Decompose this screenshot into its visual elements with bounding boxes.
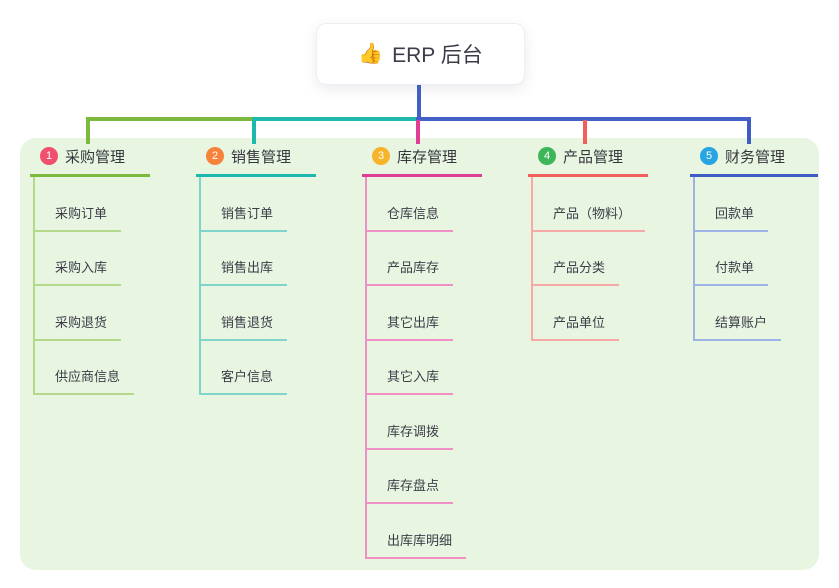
branch-node[interactable]: 4 产品管理 <box>528 138 648 177</box>
child-node[interactable]: 结算账户 <box>693 312 782 341</box>
branch-number-badge: 3 <box>372 147 390 165</box>
child-node[interactable]: 仓库信息 <box>365 203 454 232</box>
branch: 3 库存管理 仓库信息产品库存其它出库其它入库库存调拨库存盘点出库库明细 <box>362 138 482 559</box>
child-node[interactable]: 产品（物料） <box>531 203 646 232</box>
branch-children: 回款单付款单结算账户 <box>693 177 818 341</box>
child-node[interactable]: 销售退货 <box>199 312 288 341</box>
branch: 4 产品管理 产品（物料） 产品分类产品单位 <box>528 138 648 341</box>
child-row: 采购入库 <box>33 232 150 286</box>
branch-drop-line <box>747 120 751 144</box>
child-row: 付款单 <box>693 232 818 286</box>
child-row: 销售退货 <box>199 286 316 341</box>
branch-label: 销售管理 <box>231 148 292 166</box>
child-row: 其它入库 <box>365 341 482 395</box>
child-node[interactable]: 供应商信息 <box>33 366 135 395</box>
branch: 1 采购管理 采购订单采购入库采购退货供应商信息 <box>30 138 150 395</box>
branch-drop-line <box>252 120 256 144</box>
child-node[interactable]: 出库库明细 <box>365 530 467 559</box>
child-row: 其它出库 <box>365 286 482 341</box>
child-node[interactable]: 产品分类 <box>531 257 620 286</box>
branch-node[interactable]: 1 采购管理 <box>30 138 150 177</box>
branch-group-panel <box>20 138 819 570</box>
branch-label: 采购管理 <box>65 148 126 166</box>
child-row: 库存盘点 <box>365 450 482 504</box>
branch-children: 仓库信息产品库存其它出库其它入库库存调拨库存盘点出库库明细 <box>365 177 482 559</box>
child-row: 结算账户 <box>693 286 818 341</box>
children-connector-line <box>33 177 35 395</box>
branch-children: 采购订单采购入库采购退货供应商信息 <box>33 177 150 395</box>
child-node[interactable]: 采购入库 <box>33 257 122 286</box>
branch-number-badge: 5 <box>700 147 718 165</box>
branch: 2 销售管理 销售订单销售出库销售退货客户信息 <box>196 138 316 395</box>
children-connector-line <box>693 177 695 341</box>
children-connector-line <box>531 177 533 341</box>
child-row: 产品（物料） <box>531 177 648 232</box>
child-node[interactable]: 回款单 <box>693 203 769 232</box>
child-node[interactable]: 采购订单 <box>33 203 122 232</box>
child-row: 供应商信息 <box>33 341 150 395</box>
child-row: 库存调拨 <box>365 395 482 450</box>
child-row: 客户信息 <box>199 341 316 395</box>
branch-node[interactable]: 2 销售管理 <box>196 138 316 177</box>
child-row: 销售订单 <box>199 177 316 232</box>
child-row: 采购订单 <box>33 177 150 232</box>
child-node[interactable]: 库存调拨 <box>365 421 454 450</box>
branch-number-badge: 2 <box>206 147 224 165</box>
branch-drop-line <box>583 120 587 144</box>
branch-drop-line <box>86 120 90 144</box>
child-row: 产品单位 <box>531 286 648 341</box>
bus-line-blue <box>416 117 751 121</box>
child-node[interactable]: 客户信息 <box>199 366 288 395</box>
child-node[interactable]: 其它出库 <box>365 312 454 341</box>
root-title: ERP 后台 <box>392 44 483 67</box>
child-row: 产品库存 <box>365 232 482 286</box>
child-row: 仓库信息 <box>365 177 482 232</box>
child-row: 销售出库 <box>199 232 316 286</box>
thumbs-up-icon: 👍 <box>358 43 384 65</box>
children-connector-line <box>199 177 201 395</box>
branch-number-badge: 1 <box>40 147 58 165</box>
child-node[interactable]: 付款单 <box>693 257 769 286</box>
branch-node[interactable]: 5 财务管理 <box>690 138 818 177</box>
children-connector-line <box>365 177 367 559</box>
bus-line-green <box>86 117 254 121</box>
branch-label: 产品管理 <box>563 148 624 166</box>
bus-line-teal <box>252 117 418 121</box>
child-row: 回款单 <box>693 177 818 232</box>
branch-children: 销售订单销售出库销售退货客户信息 <box>199 177 316 395</box>
branch-label: 库存管理 <box>397 148 458 166</box>
child-row: 出库库明细 <box>365 504 482 559</box>
root-stem-line <box>417 83 421 119</box>
child-node[interactable]: 产品单位 <box>531 312 620 341</box>
child-node[interactable]: 其它入库 <box>365 366 454 395</box>
child-node[interactable]: 库存盘点 <box>365 475 454 504</box>
branch-label: 财务管理 <box>725 148 786 166</box>
branch-drop-line <box>416 120 420 144</box>
branch: 5 财务管理 回款单付款单结算账户 <box>690 138 818 341</box>
branch-number-badge: 4 <box>538 147 556 165</box>
child-row: 采购退货 <box>33 286 150 341</box>
child-node[interactable]: 销售订单 <box>199 203 288 232</box>
child-node[interactable]: 产品库存 <box>365 257 454 286</box>
branch-children: 产品（物料） 产品分类产品单位 <box>531 177 648 341</box>
child-node[interactable]: 采购退货 <box>33 312 122 341</box>
root-node[interactable]: 👍 ERP 后台 <box>316 23 525 85</box>
child-node[interactable]: 销售出库 <box>199 257 288 286</box>
child-row: 产品分类 <box>531 232 648 286</box>
branch-node[interactable]: 3 库存管理 <box>362 138 482 177</box>
